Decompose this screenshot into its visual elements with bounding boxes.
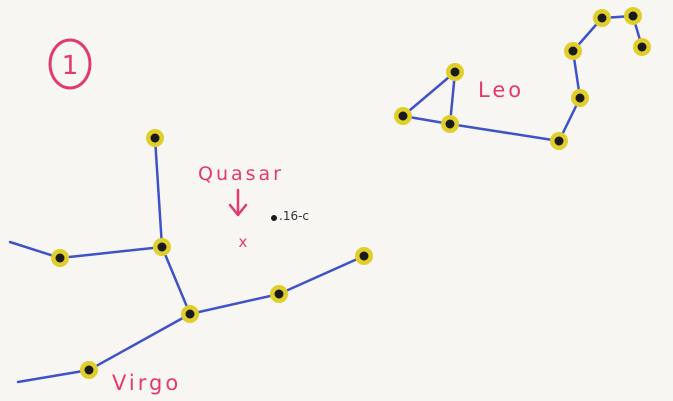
leo-stars	[394, 7, 651, 150]
star	[270, 285, 288, 303]
virgo-label: Virgo	[112, 371, 181, 395]
star	[564, 42, 582, 60]
number-circle	[48, 38, 92, 90]
quasar-marker: x	[239, 233, 248, 251]
star	[355, 247, 373, 265]
nearby-star-dot	[271, 215, 277, 221]
star	[550, 132, 568, 150]
constellation-leo: Leo	[394, 7, 651, 150]
arrow-down-icon	[228, 188, 248, 217]
virgo-stars	[51, 129, 373, 379]
virgo-lines	[8, 136, 366, 384]
star	[446, 63, 464, 81]
star	[633, 38, 651, 56]
constellation-virgo: Virgo	[8, 129, 373, 395]
star	[80, 361, 98, 379]
quasar-annotation: Quasar x .16-c	[198, 163, 309, 251]
star	[181, 305, 199, 323]
nearby-star-note: .16-c	[279, 209, 309, 223]
quasar-label: Quasar	[198, 163, 284, 185]
star	[624, 7, 642, 25]
star	[153, 238, 171, 256]
star	[146, 129, 164, 147]
star	[51, 249, 69, 267]
star	[593, 9, 611, 27]
star	[394, 107, 412, 125]
leo-label: Leo	[478, 78, 524, 102]
star	[571, 89, 589, 107]
number-badge: 1	[48, 38, 92, 90]
number-label: 1	[62, 51, 79, 81]
star	[441, 115, 459, 133]
